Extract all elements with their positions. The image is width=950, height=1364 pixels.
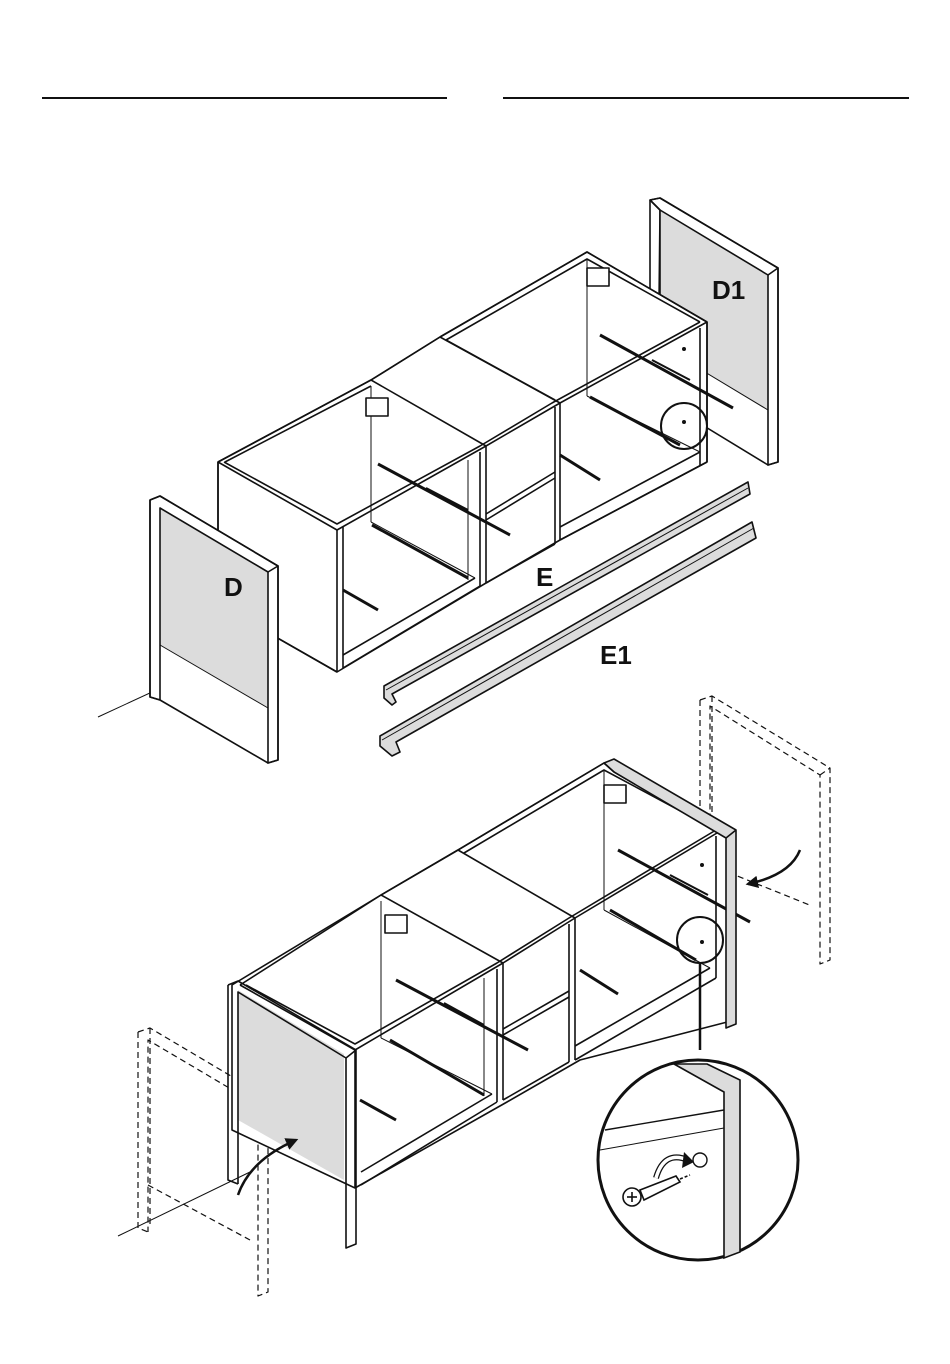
label-e1: E1 [600,640,632,670]
label-e: E [536,562,553,592]
step-exploded-view [98,198,778,763]
cabinet-body [218,252,733,672]
hole-icon [693,1153,707,1167]
detail-callout-large [598,1060,798,1260]
label-d1: D1 [712,275,745,305]
insert-arrow-right [748,850,800,884]
label-d: D [224,572,243,602]
